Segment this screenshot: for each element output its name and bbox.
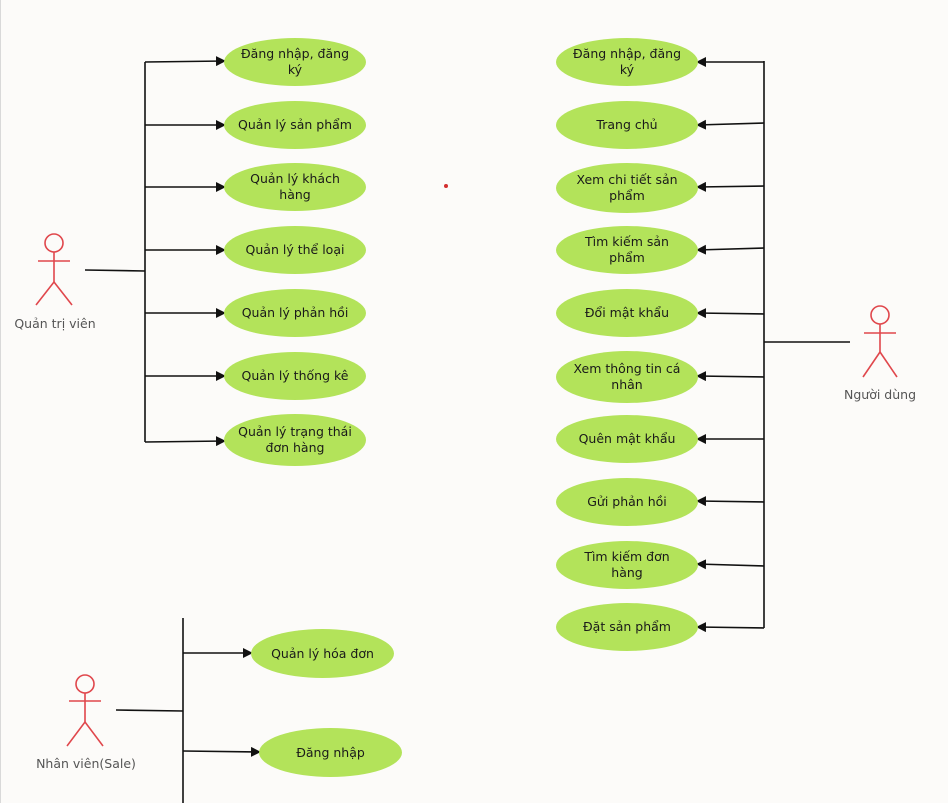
admin-usecase-manage-products[interactable]: Quản lý sản phẩm bbox=[224, 101, 366, 149]
user-arrow-4 bbox=[696, 244, 765, 255]
user-actor-label: Người dùng bbox=[843, 387, 916, 402]
user-usecase-view-product-detail[interactable]: Xem chi tiết sản phẩm bbox=[556, 163, 698, 213]
user-usecase-send-feedback[interactable]: Gửi phản hồi bbox=[556, 478, 698, 526]
user-actor-figure bbox=[862, 305, 898, 378]
admin-usecase-manage-order-status[interactable]: Quản lý trạng thái đơn hàng bbox=[224, 414, 366, 466]
admin-usecase-manage-customers[interactable]: Quản lý khách hàng bbox=[224, 163, 366, 211]
user-arrow-6 bbox=[696, 371, 765, 382]
sale-actor-link bbox=[115, 709, 184, 712]
sale-connectors bbox=[115, 618, 261, 803]
sale-usecase-manage-invoices[interactable]: Quản lý hóa đơn bbox=[251, 629, 394, 678]
sale-arrow-2 bbox=[182, 746, 261, 757]
admin-actor-label: Quản trị viên bbox=[14, 316, 96, 331]
user-usecase-view-profile[interactable]: Xem thông tin cá nhân bbox=[556, 351, 698, 403]
user-arrow-9 bbox=[696, 559, 765, 570]
admin-actor-figure bbox=[35, 233, 73, 306]
user-arrow-2 bbox=[696, 119, 765, 130]
user-usecase-login-register[interactable]: Đăng nhập, đăng ký bbox=[556, 38, 698, 86]
admin-connectors bbox=[84, 56, 226, 447]
admin-usecase-manage-statistics[interactable]: Quản lý thống kê bbox=[224, 352, 366, 400]
user-usecase-home[interactable]: Trang chủ bbox=[556, 101, 698, 149]
user-usecase-place-order[interactable]: Đặt sản phẩm bbox=[556, 603, 698, 651]
admin-arrow-1 bbox=[144, 56, 226, 67]
admin-actor-link bbox=[84, 269, 146, 272]
user-arrow-3 bbox=[696, 181, 765, 192]
user-arrow-5 bbox=[696, 308, 765, 319]
admin-usecase-manage-categories[interactable]: Quản lý thể loại bbox=[224, 226, 366, 274]
user-arrow-8 bbox=[696, 496, 765, 507]
user-usecase-search-orders[interactable]: Tìm kiếm đơn hàng bbox=[556, 541, 698, 589]
user-arrow-10 bbox=[696, 622, 765, 633]
admin-usecase-login-register[interactable]: Đăng nhập, đăng ký bbox=[224, 38, 366, 86]
canvas-left-border bbox=[0, 0, 1, 803]
user-connectors bbox=[696, 57, 850, 633]
admin-usecase-manage-feedback[interactable]: Quản lý phản hồi bbox=[224, 289, 366, 337]
user-usecase-change-password[interactable]: Đổi mật khẩu bbox=[556, 289, 698, 337]
user-usecase-forgot-password[interactable]: Quên mật khẩu bbox=[556, 415, 698, 463]
sale-usecase-login[interactable]: Đăng nhập bbox=[259, 728, 402, 777]
admin-arrow-7 bbox=[144, 436, 226, 447]
user-usecase-search-products[interactable]: Tìm kiếm sản phẩm bbox=[556, 226, 698, 274]
red-dot-marker bbox=[444, 184, 448, 188]
sale-actor-figure bbox=[66, 674, 104, 747]
sale-actor-label: Nhân viên(Sale) bbox=[36, 756, 136, 771]
